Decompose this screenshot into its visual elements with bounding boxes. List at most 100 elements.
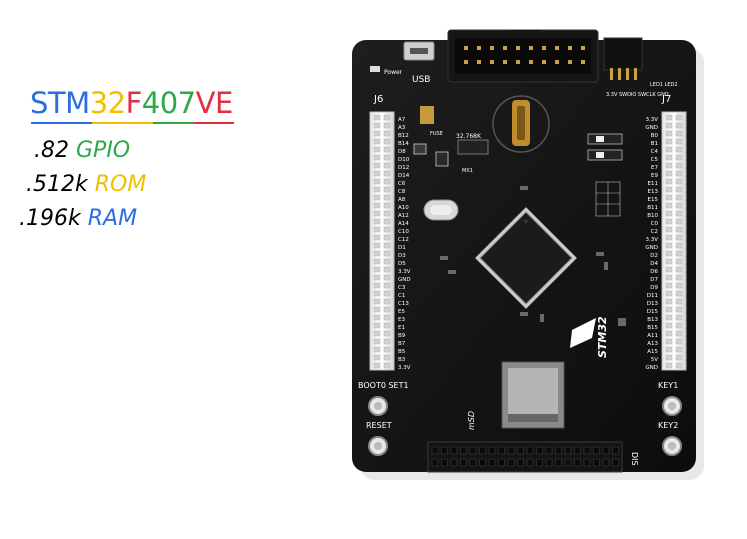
pin-label: C8 [398,189,406,195]
boot-set-label: BOOT0 SET1 [358,381,409,390]
header-slot [373,130,381,137]
header-slot [675,266,683,273]
header-pin [555,46,559,50]
header-slot [373,290,381,297]
header-slot [383,234,391,241]
header-slot [373,362,381,369]
header-slot [564,446,572,455]
header-slot [675,218,683,225]
header-slot [479,446,486,455]
header-slot [665,362,673,369]
spec-label: RAM [87,206,138,231]
header-slot [383,138,391,145]
swd-header [603,37,643,71]
spec-label: ROM [94,172,147,197]
header-slot [665,298,673,305]
pin-label: D14 [398,173,410,179]
header-slot [665,122,673,129]
header-pin [555,60,559,64]
header-slot [373,258,381,265]
header-slot [675,114,683,121]
pin-label: C6 [398,181,406,187]
header-slot [373,266,381,273]
pin-label: 5V [651,357,658,363]
pin-label: C5 [651,157,659,163]
key1-label: KEY1 [658,381,678,390]
header-slot [675,322,683,329]
header-slot [536,458,543,467]
title-part: 407 [141,86,196,120]
header-slot [373,146,381,153]
spec-ram: .196k RAM [19,206,137,231]
header-slot [665,338,673,345]
mcu-chip [475,207,577,309]
pin-label: B10 [647,213,658,219]
header-slot [373,346,381,353]
header-slot [665,314,673,321]
header-slot [583,446,591,455]
header-slot [574,458,581,467]
header-slot [555,458,562,467]
header-slot [383,146,391,153]
header-slot [383,194,391,201]
pin-label: D15 [647,309,659,315]
bottom-header-slots [431,446,619,467]
header-slot [383,202,391,209]
pin-label: B1 [651,141,658,147]
header-slot [373,354,381,361]
spec-number: .196k [19,206,81,231]
pin-label: D2 [650,253,658,259]
header-slot [675,210,683,217]
header-slot [498,458,505,467]
pin-label: B14 [398,141,409,147]
pin-label: C13 [398,301,409,307]
display-header [427,441,623,473]
jtag-pins [464,46,585,64]
left-pin-header [369,111,395,371]
left-pin-labels: A7A3B12B14D8D10D12D14C6C8A8A10A12A14C10C… [398,117,411,371]
pin-label: A14 [398,221,409,227]
header-slot [545,458,553,467]
title-part: VE [195,86,234,120]
header-slot [488,458,496,467]
header-slot [583,458,591,467]
pin-label: 3.3V [645,117,658,123]
header-slot [665,330,673,337]
header-pin [516,60,520,64]
header-pin [490,46,494,50]
header-slot [383,258,391,265]
pin-label: D10 [398,157,410,163]
right-pin-header [661,111,687,371]
header-slot [383,130,391,137]
rtc-crystal [457,139,489,155]
header-slot [383,218,391,225]
pin-label: B3 [398,357,406,363]
header-pin [477,46,481,50]
header-slot [675,330,683,337]
header-slot [545,446,553,455]
usb-label: USB [412,75,430,85]
header-slot [498,446,505,455]
pin-label: D8 [398,149,406,155]
header-slot [469,458,477,467]
pin-label: C2 [651,229,658,235]
header-slot [574,446,581,455]
pin-label: A11 [647,333,658,339]
spec-label: GPIO [76,138,131,163]
header-slot [675,362,683,369]
led-label: LED1 LED2 [650,82,678,88]
pin-label: A12 [398,213,409,219]
header-slot [675,354,683,361]
title-underline [31,122,234,124]
dis-label: DIS [630,452,639,466]
header-pin [542,60,546,64]
header-slot [675,226,683,233]
pin-label: D1 [398,245,406,251]
pin-label: 3.3V [398,269,411,275]
header-slot [373,250,381,257]
header-slot [373,242,381,249]
header-slot [675,282,683,289]
header-slot [373,202,381,209]
header-pin [568,46,572,50]
